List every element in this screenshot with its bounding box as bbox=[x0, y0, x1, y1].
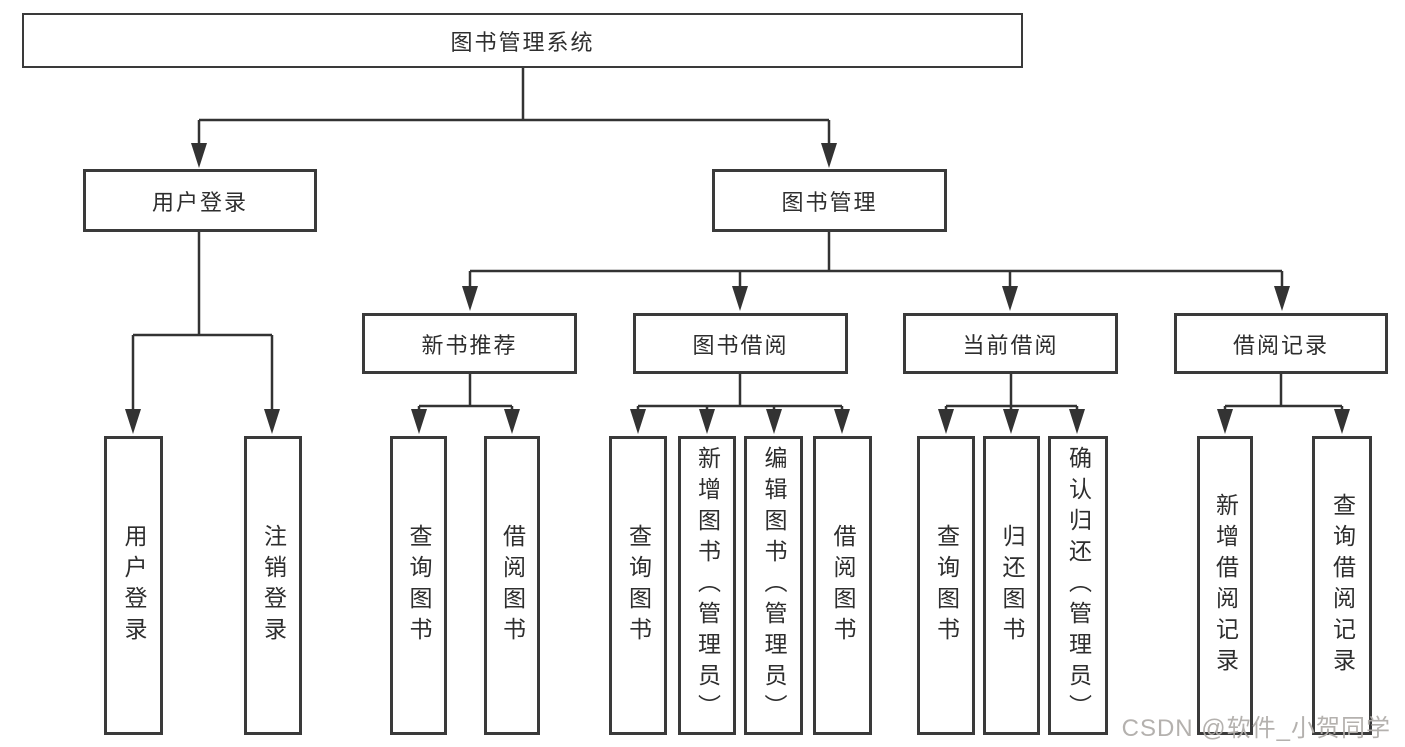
leaf-label: 用户登录 bbox=[121, 523, 147, 648]
leaf-borrow-books-2: 借阅图书 bbox=[813, 436, 872, 735]
leaf-label: 查询图书 bbox=[625, 523, 652, 648]
node-label: 用户登录 bbox=[151, 189, 248, 215]
leaf-label: 编辑图书（管理员） bbox=[761, 446, 787, 725]
node-library-management-system: 图书管理系统 bbox=[22, 13, 1023, 68]
leaf-label: 确认归还（管理员） bbox=[1065, 446, 1092, 725]
node-book-management: 图书管理 bbox=[712, 169, 947, 232]
node-new-book-recommendation: 新书推荐 bbox=[362, 313, 577, 374]
node-label: 借阅记录 bbox=[1232, 332, 1329, 358]
leaf-label: 查询借阅记录 bbox=[1329, 492, 1356, 679]
leaf-add-book-admin: 新增图书（管理员） bbox=[678, 436, 736, 735]
leaf-add-borrow-record: 新增借阅记录 bbox=[1197, 436, 1253, 735]
leaf-return-book: 归还图书 bbox=[983, 436, 1040, 735]
leaf-label: 新增借阅记录 bbox=[1212, 492, 1239, 679]
leaf-user-login: 用户登录 bbox=[104, 436, 163, 735]
leaf-label: 借阅图书 bbox=[499, 523, 526, 648]
watermark-csdn: CSDN @软件_小贺同学 bbox=[1121, 715, 1391, 742]
node-user-login: 用户登录 bbox=[83, 169, 317, 232]
leaf-label: 归还图书 bbox=[999, 523, 1025, 648]
leaf-borrow-books-1: 借阅图书 bbox=[484, 436, 540, 735]
node-label: 图书管理系统 bbox=[450, 29, 595, 55]
leaf-label: 注销登录 bbox=[260, 523, 287, 648]
leaf-label: 查询图书 bbox=[406, 523, 432, 648]
leaf-label: 查询图书 bbox=[933, 523, 960, 648]
node-label: 新书推荐 bbox=[421, 332, 518, 358]
leaf-query-borrow-record: 查询借阅记录 bbox=[1312, 436, 1372, 735]
node-label: 图书借阅 bbox=[692, 332, 789, 358]
leaf-confirm-return-admin: 确认归还（管理员） bbox=[1048, 436, 1108, 735]
leaf-query-books-1: 查询图书 bbox=[390, 436, 447, 735]
leaf-query-books-2: 查询图书 bbox=[609, 436, 667, 735]
node-borrowing-records: 借阅记录 bbox=[1174, 313, 1388, 374]
node-book-borrowing: 图书借阅 bbox=[633, 313, 848, 374]
leaf-edit-book-admin: 编辑图书（管理员） bbox=[744, 436, 803, 735]
leaf-label: 新增图书（管理员） bbox=[694, 446, 721, 725]
leaf-query-books-3: 查询图书 bbox=[917, 436, 975, 735]
node-current-borrowing: 当前借阅 bbox=[903, 313, 1118, 374]
leaf-logout: 注销登录 bbox=[244, 436, 302, 735]
leaf-label: 借阅图书 bbox=[830, 523, 856, 648]
node-label: 图书管理 bbox=[781, 189, 878, 215]
node-label: 当前借阅 bbox=[962, 332, 1059, 358]
